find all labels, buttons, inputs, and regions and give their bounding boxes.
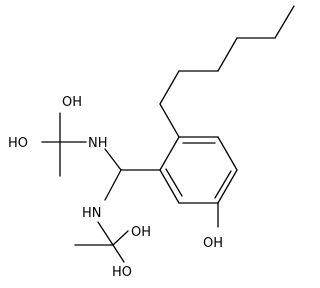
oh-label-bottom: OH (131, 225, 151, 240)
hn-label-lower: HN (82, 206, 102, 221)
ho-label-bottom: HO (112, 265, 132, 280)
aminal-bonds (104, 148, 161, 201)
oh-label-phenol: OH (203, 236, 223, 251)
nh-label-upper: NH (88, 136, 108, 151)
upper-diol-bonds (41, 112, 87, 177)
oh-label-top-left: OH (62, 95, 82, 110)
lower-diol-bonds (74, 221, 129, 263)
structure-diagram: OH HO NH HN OH HO OH (8, 5, 295, 280)
hexyl-chain (159, 5, 295, 138)
benzene-ring (159, 136, 238, 204)
ho-label-left: HO (8, 136, 28, 151)
